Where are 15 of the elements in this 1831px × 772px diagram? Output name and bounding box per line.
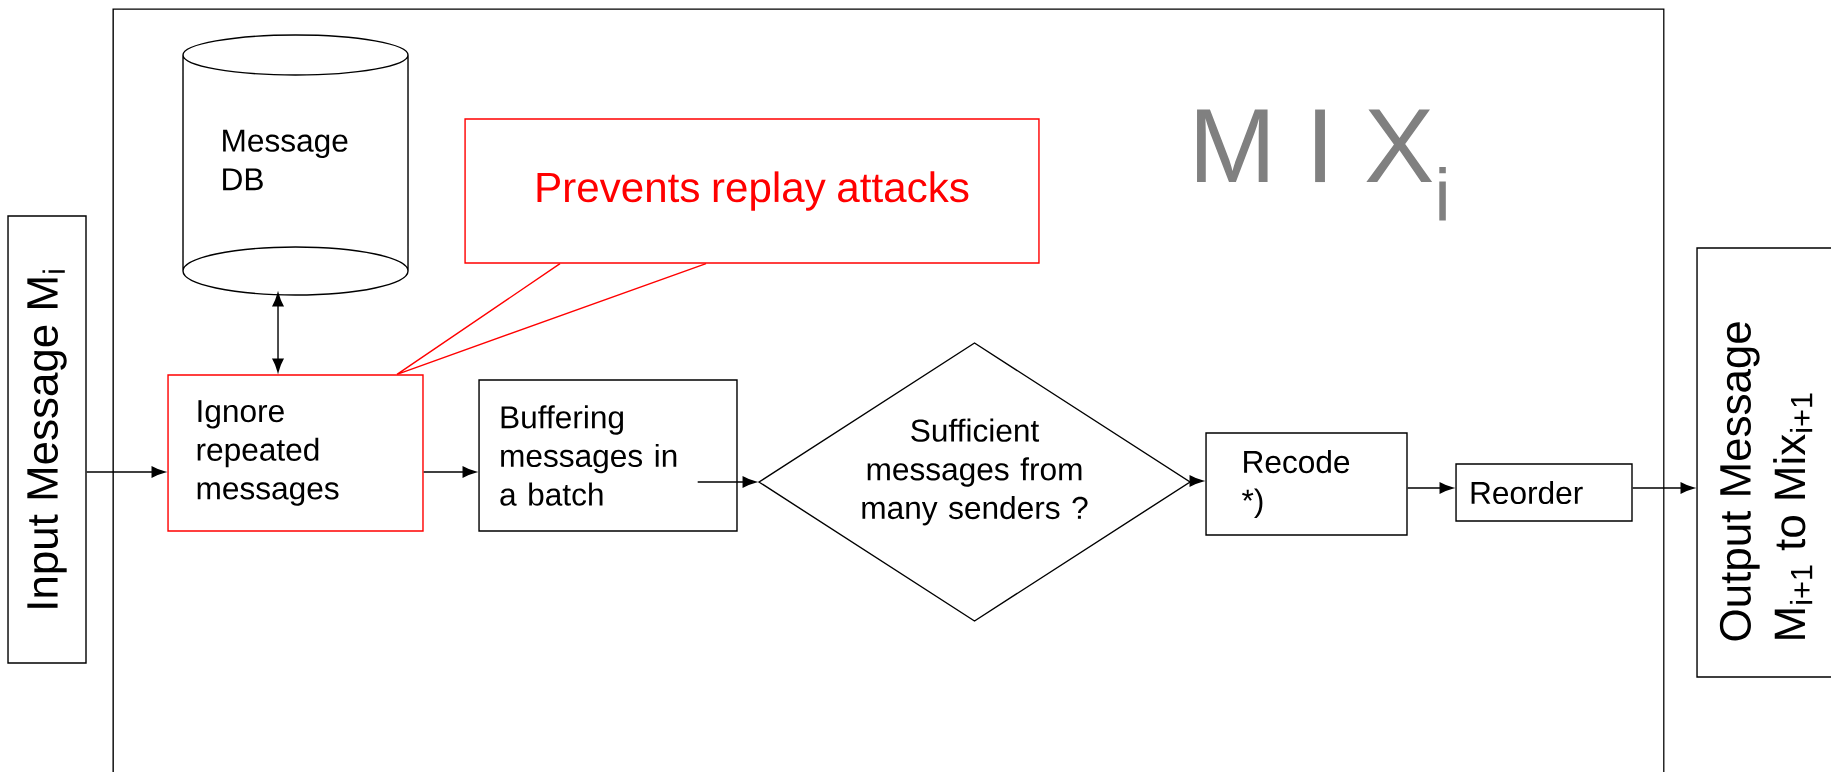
process-box: Reorder <box>1455 463 1633 522</box>
callout-box: Prevents replay attacks <box>464 118 1040 264</box>
input-box: Input Message M$_{i}$ <box>7 215 87 664</box>
arrow <box>1189 475 1204 487</box>
process-box: Recode *) <box>1205 432 1408 536</box>
arrow <box>1632 482 1695 494</box>
process-box: Ignore repeated messages <box>167 374 424 532</box>
database-cylinder: Message DB <box>182 34 409 296</box>
arrow <box>272 292 284 373</box>
arrow <box>86 466 166 478</box>
arrow <box>423 466 477 478</box>
arrow <box>697 476 757 488</box>
arrow <box>1407 482 1454 494</box>
process-box: Buffering messages in a batch <box>478 379 738 532</box>
callout-pointer <box>396 263 707 376</box>
